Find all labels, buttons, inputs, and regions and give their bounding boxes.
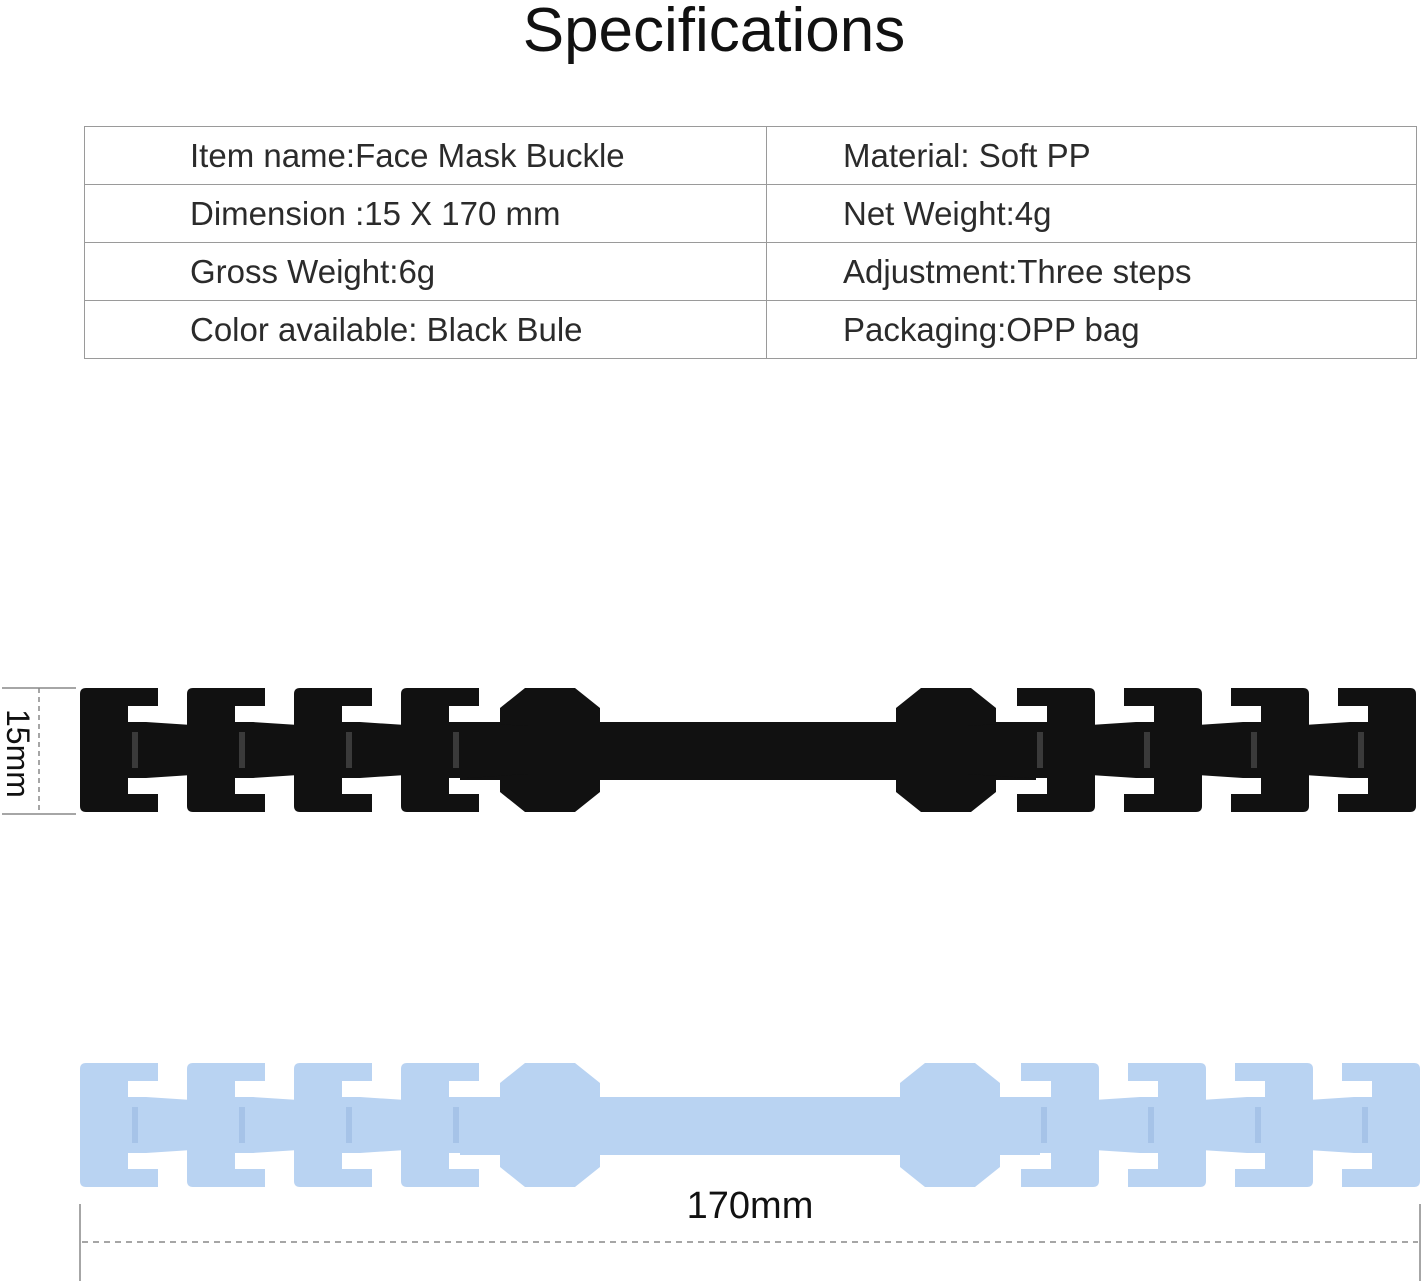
buckle-hook-segment	[1075, 688, 1202, 812]
buckle-hook-segment	[80, 1063, 207, 1187]
buckle-hook-segment	[187, 1063, 314, 1187]
buckle-pad	[900, 1063, 1000, 1187]
spec-cell: Packaging:OPP bag	[766, 300, 1417, 359]
spec-cell: Item name:Face Mask Buckle	[84, 126, 767, 185]
black-mask-buckle-image	[80, 688, 1416, 812]
buckle-hook-segment	[80, 688, 207, 812]
buckle-hook-segment	[1186, 1063, 1313, 1187]
table-row: Color available: Black Bule Packaging:OP…	[84, 300, 1417, 359]
buckle-hook-segment	[294, 688, 421, 812]
height-dimension-marker	[2, 687, 76, 815]
buckle-pad	[500, 1063, 600, 1187]
buckle-hook-segment	[1293, 1063, 1420, 1187]
spec-cell: Gross Weight:6g	[84, 242, 767, 301]
buckle-hook-segment	[972, 1063, 1099, 1187]
spec-cell: Dimension :15 X 170 mm	[84, 184, 767, 243]
spec-cell: Net Weight:4g	[766, 184, 1417, 243]
buckle-hook-segment	[1079, 1063, 1206, 1187]
buckle-pad	[500, 688, 600, 812]
buckle-pad	[896, 688, 996, 812]
buckle-hook-segment	[187, 688, 314, 812]
buckle-hook-segment	[968, 688, 1095, 812]
table-row: Gross Weight:6g Adjustment:Three steps	[84, 242, 1417, 301]
width-dimension-label: 170mm	[686, 1185, 814, 1227]
buckle-hook-segment	[1182, 688, 1309, 812]
spec-cell: Color available: Black Bule	[84, 300, 767, 359]
page-title: Specifications	[522, 0, 906, 65]
table-row: Dimension :15 X 170 mm Net Weight:4g	[84, 184, 1417, 243]
buckle-hook-segment	[401, 1063, 528, 1187]
spec-table: Item name:Face Mask Buckle Material: Sof…	[84, 126, 1417, 359]
spec-cell: Material: Soft PP	[766, 126, 1417, 185]
buckle-hook-segment	[294, 1063, 421, 1187]
buckle-hook-segment	[401, 688, 528, 812]
table-row: Item name:Face Mask Buckle Material: Sof…	[84, 126, 1417, 185]
spec-cell: Adjustment:Three steps	[766, 242, 1417, 301]
buckle-hook-segment	[1289, 688, 1416, 812]
blue-mask-buckle-image	[80, 1063, 1420, 1187]
width-dimension-marker	[79, 1204, 1421, 1281]
